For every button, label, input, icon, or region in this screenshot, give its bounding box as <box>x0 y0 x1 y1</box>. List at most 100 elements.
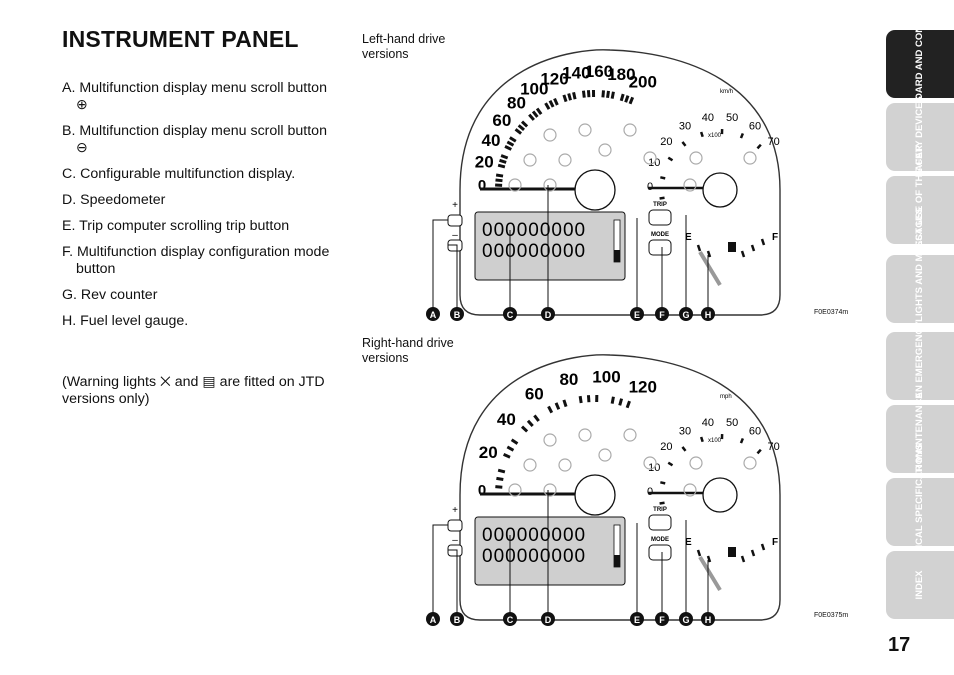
speed-tick <box>509 136 517 143</box>
legend-item-g: G. Rev counter <box>62 287 158 303</box>
speed-tick <box>500 154 509 160</box>
warning-light-icon <box>578 428 592 442</box>
speed-label: 0 <box>478 177 486 194</box>
warning-light-icon <box>643 456 657 470</box>
callout-letter: E <box>634 310 640 320</box>
warning-light-icon <box>598 448 612 462</box>
callout-marker <box>426 612 440 626</box>
warning-light-icon <box>689 456 703 470</box>
fuel-tick <box>760 543 766 551</box>
fuel-tick <box>740 250 746 258</box>
callout-marker <box>541 612 555 626</box>
tab-dashboard[interactable]: DASHBOARD AND CONTROLS <box>886 0 954 134</box>
speed-label: 40 <box>497 410 516 429</box>
speed-label: 0 <box>478 482 486 499</box>
fuel-pump-icon <box>728 242 736 252</box>
tab-correct-use[interactable]: CORRECT USE OF THE CAR <box>886 145 954 275</box>
tab-index[interactable]: INDEX <box>886 551 954 619</box>
rev-tick <box>667 461 674 467</box>
speed-tick <box>495 173 504 178</box>
rev-label: 70 <box>767 136 779 148</box>
fuel-tick <box>740 555 746 563</box>
callout-marker <box>450 612 464 626</box>
rev-tick <box>681 141 687 147</box>
callout-letter: F <box>659 615 665 625</box>
plus-button <box>447 519 463 532</box>
callout-letter: G <box>682 615 689 625</box>
rev-label: 60 <box>749 120 761 132</box>
rev-tick <box>660 176 666 180</box>
speed-tick <box>533 414 540 422</box>
callout-marker <box>655 307 669 321</box>
figure-code-rhd: F0E0375m <box>814 612 849 619</box>
rev-tick <box>756 448 762 455</box>
rev-tick <box>659 196 665 200</box>
figure-caption-lhd: Left-hand drive versions <box>362 32 446 61</box>
speed-label: 140 <box>562 64 590 83</box>
fuel-tick <box>706 250 712 258</box>
callout-leader <box>432 219 448 312</box>
speed-tick <box>495 178 503 183</box>
speed-tick <box>496 476 504 481</box>
figure-caption-rhd: Right-hand drive versions <box>362 336 454 365</box>
callout-marker <box>679 612 693 626</box>
speed-label: 120 <box>629 378 657 397</box>
speed-label: 60 <box>525 385 544 404</box>
callout-letter: A <box>430 310 437 320</box>
speed-tick <box>503 453 511 459</box>
callout-marker <box>701 612 715 626</box>
speed-tick <box>581 90 586 98</box>
callout-marker <box>630 307 644 321</box>
speed-label: 120 <box>540 70 568 89</box>
tab-safety[interactable]: SAFETY DEVICES <box>886 96 954 178</box>
tab-emergency[interactable]: IN AN EMERGENCY <box>886 321 954 411</box>
warning-light-icon <box>543 178 557 192</box>
callout-letter: G <box>682 310 689 320</box>
speed-tick <box>572 92 577 100</box>
minus-label: – <box>452 535 458 546</box>
warning-light-icon <box>523 458 537 472</box>
fuel-tick <box>760 238 766 246</box>
speed-unit: mph <box>720 394 732 400</box>
speed-tick <box>628 96 635 105</box>
warning-light-icon <box>623 428 637 442</box>
speed-label: 20 <box>479 443 498 462</box>
callout-leader <box>448 549 458 617</box>
speed-label: 100 <box>520 80 548 99</box>
rev-tick <box>739 132 745 139</box>
tab-specifications[interactable]: TECHNICAL SPECIFICATIONS <box>886 444 954 580</box>
fuel-pump-icon <box>728 547 736 557</box>
speed-label: 160 <box>585 62 613 81</box>
warning-light-icon <box>683 178 697 192</box>
tab-warning-lights[interactable]: WARNING LIGHTS AND MESSAGES <box>886 208 954 370</box>
speed-unit: km/h <box>720 89 733 95</box>
callout-marker <box>503 612 517 626</box>
callout-marker <box>450 307 464 321</box>
warning-light-icon <box>558 458 572 472</box>
fuel-empty-label: E <box>685 537 692 548</box>
warning-light-icon <box>543 433 557 447</box>
mode-label: MODE <box>651 537 669 543</box>
rev-tick <box>739 437 745 444</box>
rev-hub <box>702 172 738 208</box>
callout-leader <box>432 524 448 617</box>
callout-letter: C <box>507 615 514 625</box>
warning-light-icon <box>743 151 757 165</box>
callout-marker <box>679 307 693 321</box>
speed-hub <box>574 474 616 516</box>
callout-marker <box>503 307 517 321</box>
rev-label: 40 <box>702 112 714 124</box>
speed-tick <box>610 91 615 99</box>
speed-tick <box>548 100 555 108</box>
warning-light-icon <box>578 123 592 137</box>
fuel-needle <box>698 250 722 287</box>
panel-outline <box>459 354 781 621</box>
speed-tick <box>562 94 568 103</box>
speed-label: 180 <box>607 65 635 84</box>
trip-button <box>648 209 672 226</box>
speed-tick <box>544 102 551 110</box>
minus-label: – <box>452 230 458 241</box>
trip-label: TRIP <box>653 507 667 513</box>
rev-unit: x100 <box>708 438 722 444</box>
tab-maintenance[interactable]: CAR MAINTENANCE <box>886 392 954 486</box>
